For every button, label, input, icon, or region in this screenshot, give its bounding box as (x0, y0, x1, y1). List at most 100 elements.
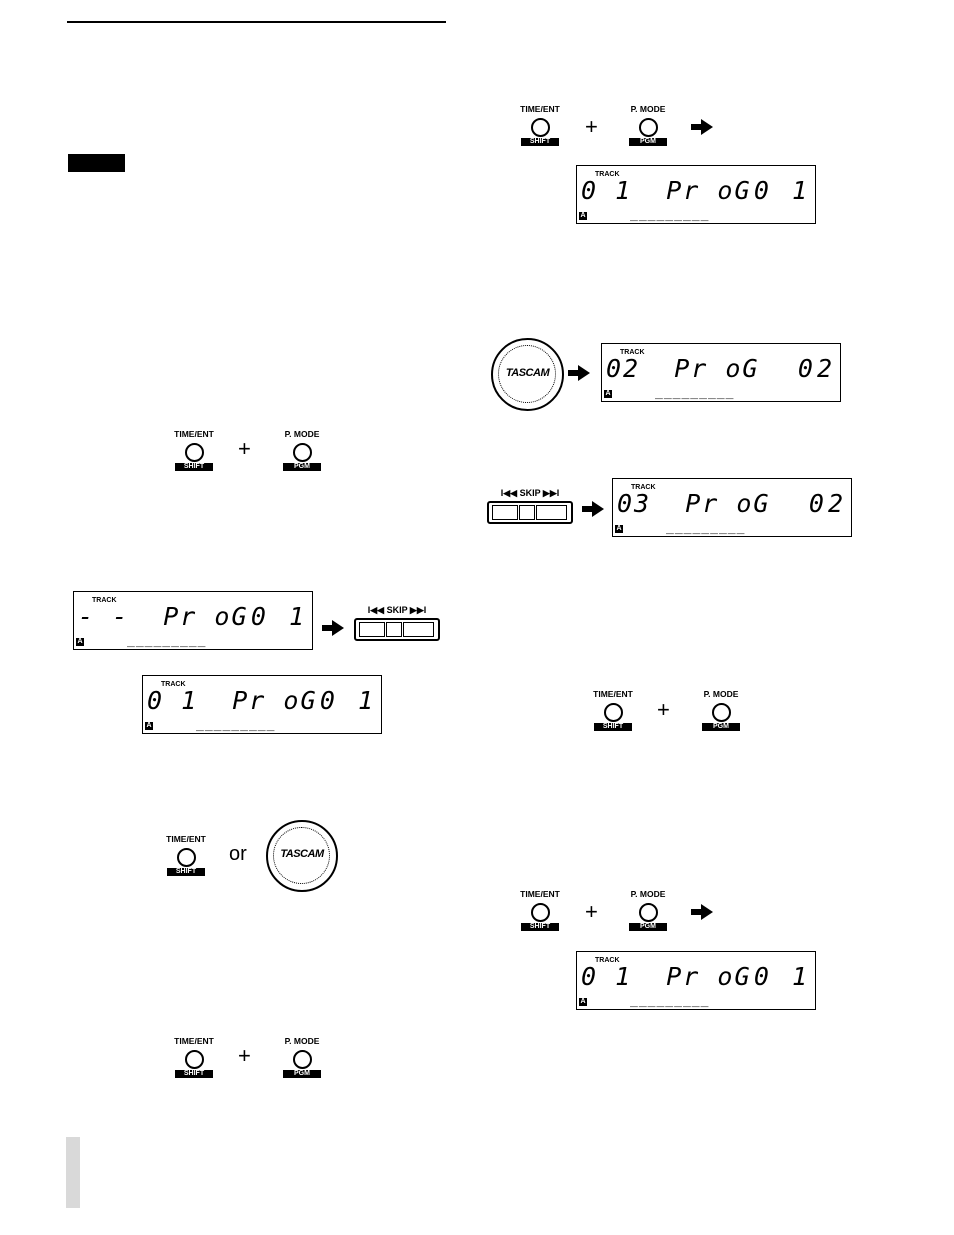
time-ent-key[interactable]: TIME/ENT SHIFT (588, 689, 638, 739)
track-label: TRACK (595, 957, 620, 964)
p-mode-key[interactable]: P. MODE PGM (623, 889, 673, 939)
pgm-label: PGM (283, 1070, 321, 1078)
pgm-label: PGM (283, 463, 321, 471)
a-badge: A (615, 525, 623, 533)
shift-label: SHIFT (521, 138, 559, 146)
time-ent-label: TIME/ENT (593, 689, 633, 699)
a-badge: A (579, 998, 587, 1006)
right-arrow-icon (582, 501, 604, 517)
or-word: or (229, 843, 247, 865)
lcd-display: TRACK 0 1 Pr oG 0 1 A _________ (576, 165, 816, 224)
p-mode-key[interactable]: P. MODE PGM (277, 1036, 327, 1086)
skip-label: I◀◀ SKIP ▶▶I (367, 605, 427, 615)
lcd-program-number: 0 1 (250, 602, 308, 631)
program-dashes: _________ (127, 633, 207, 648)
p-mode-label: P. MODE (630, 889, 666, 899)
track-label: TRACK (595, 171, 620, 178)
plus-sign: + (585, 899, 598, 924)
p-mode-button-icon (293, 1050, 312, 1069)
right-arrow-icon (691, 119, 713, 135)
lcd-main-readout: 0 1 Pr oG (581, 176, 752, 205)
p-mode-label: P. MODE (703, 689, 739, 699)
time-ent-key[interactable]: TIME/ENT SHIFT (169, 1036, 219, 1086)
right-arrow-icon (691, 904, 713, 920)
shift-label: SHIFT (175, 463, 213, 471)
time-ent-button-icon (185, 1050, 204, 1069)
time-ent-key[interactable]: TIME/ENT SHIFT (515, 104, 565, 154)
lcd-main-readout: 03 Pr oG (617, 489, 771, 518)
a-badge: A (145, 722, 153, 730)
p-mode-button-icon (639, 118, 658, 137)
pgm-label: PGM (629, 923, 667, 931)
pgm-label: PGM (702, 723, 740, 731)
a-badge: A (579, 212, 587, 220)
lcd-display: TRACK 03 Pr oG 02 A _________ (612, 478, 852, 537)
time-ent-label: TIME/ENT (166, 834, 206, 844)
time-ent-button-icon (604, 703, 623, 722)
lcd-program-number: 0 1 (319, 686, 377, 715)
lcd-main-readout: - - Pr oG (78, 602, 249, 631)
time-ent-label: TIME/ENT (174, 429, 214, 439)
p-mode-button-icon (639, 903, 658, 922)
p-mode-label: P. MODE (284, 429, 320, 439)
time-ent-button-icon (185, 443, 204, 462)
track-label: TRACK (631, 484, 656, 491)
p-mode-key[interactable]: P. MODE PGM (696, 689, 746, 739)
lcd-display: TRACK 0 1 Pr oG 0 1 A _________ (576, 951, 816, 1010)
time-ent-button-icon (177, 848, 196, 867)
header-rule (67, 21, 446, 23)
page-side-tab (66, 1137, 80, 1208)
time-ent-button-icon (531, 903, 550, 922)
dial-ring (498, 345, 556, 403)
program-dashes: _________ (196, 717, 276, 732)
time-ent-label: TIME/ENT (174, 1036, 214, 1046)
pgm-label: PGM (629, 138, 667, 146)
p-mode-button-icon (712, 703, 731, 722)
jog-dial[interactable]: TASCAM (491, 338, 564, 411)
lcd-program-number: 0 1 (753, 176, 811, 205)
program-dashes: _________ (630, 993, 710, 1008)
dial-ring (273, 827, 330, 884)
skip-key[interactable]: I◀◀ SKIP ▶▶I (354, 605, 440, 641)
p-mode-key[interactable]: P. MODE PGM (623, 104, 673, 154)
program-dashes: _________ (655, 385, 735, 400)
note-heading-block (68, 154, 125, 172)
p-mode-button-icon (293, 443, 312, 462)
track-label: TRACK (92, 597, 117, 604)
p-mode-key[interactable]: P. MODE PGM (277, 429, 327, 479)
track-label: TRACK (161, 681, 186, 688)
shift-label: SHIFT (175, 1070, 213, 1078)
time-ent-label: TIME/ENT (520, 104, 560, 114)
plus-sign: + (238, 436, 251, 461)
tascam-logo: TASCAM (280, 848, 324, 860)
a-badge: A (604, 390, 612, 398)
a-badge: A (76, 638, 84, 646)
p-mode-label: P. MODE (284, 1036, 320, 1046)
plus-sign: + (585, 114, 598, 139)
time-ent-key[interactable]: TIME/ENT SHIFT (515, 889, 565, 939)
time-ent-button-icon (531, 118, 550, 137)
skip-label: I◀◀ SKIP ▶▶I (500, 488, 560, 498)
lcd-main-readout: 0 1 Pr oG (581, 962, 752, 991)
lcd-program-number: 02 (797, 354, 836, 383)
jog-dial[interactable]: TASCAM (266, 820, 338, 892)
time-ent-key[interactable]: TIME/ENT SHIFT (161, 834, 211, 884)
time-ent-key[interactable]: TIME/ENT SHIFT (169, 429, 219, 479)
lcd-display: TRACK - - Pr oG 0 1 A _________ (73, 591, 313, 650)
skip-button-body (487, 501, 573, 524)
lcd-program-number: 02 (808, 489, 847, 518)
lcd-display: TRACK 0 1 Pr oG 0 1 A _________ (142, 675, 382, 734)
right-arrow-icon (568, 365, 590, 381)
tascam-logo: TASCAM (505, 367, 550, 379)
lcd-display: TRACK 02 Pr oG 02 A _________ (601, 343, 841, 402)
time-ent-label: TIME/ENT (520, 889, 560, 899)
shift-label: SHIFT (167, 868, 205, 876)
p-mode-label: P. MODE (630, 104, 666, 114)
plus-sign: + (657, 697, 670, 722)
shift-label: SHIFT (594, 723, 632, 731)
skip-button-body (354, 618, 440, 641)
skip-key[interactable]: I◀◀ SKIP ▶▶I (487, 488, 573, 524)
right-arrow-icon (322, 620, 344, 636)
shift-label: SHIFT (521, 923, 559, 931)
program-dashes: _________ (630, 207, 710, 222)
